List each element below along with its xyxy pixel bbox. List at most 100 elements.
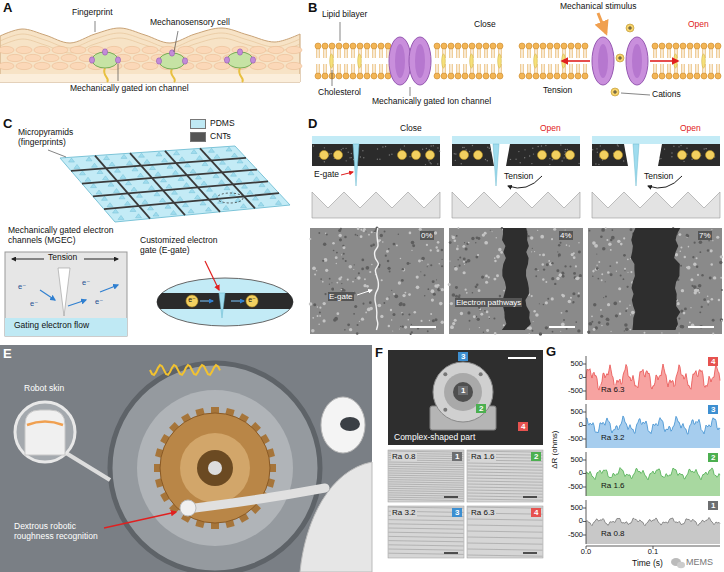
sem-texture <box>314 274 316 276</box>
sem-texture <box>601 228 605 232</box>
tick-label: -500 <box>555 483 583 492</box>
machining-stripe <box>389 541 464 542</box>
sem-texture <box>710 249 713 252</box>
sem-texture <box>336 263 337 264</box>
sem-texture <box>441 321 444 324</box>
sem-texture <box>593 328 596 331</box>
machining-stripe <box>389 536 464 537</box>
sem-texture <box>721 289 723 291</box>
cnt-layer <box>452 144 580 166</box>
node-text: 0% <box>420 231 434 240</box>
pointer-arrow <box>205 261 219 290</box>
sem-texture <box>535 268 538 271</box>
micropyramid <box>149 186 155 190</box>
scene-background <box>0 345 372 572</box>
sem-texture <box>402 294 405 297</box>
micropyramid <box>213 174 219 178</box>
lipid-head <box>469 73 475 79</box>
sem-texture <box>390 309 392 311</box>
sem-texture <box>333 250 335 252</box>
cnt-texture <box>519 162 520 163</box>
sem-texture <box>696 265 698 267</box>
sem-texture <box>344 329 346 331</box>
cnt-texture <box>592 149 593 150</box>
cation <box>616 54 624 62</box>
micropyramid <box>162 158 168 162</box>
sem-texture <box>680 265 682 267</box>
sem-texture <box>476 236 479 239</box>
tick-label: 0 <box>555 469 583 478</box>
sem-image: 0%E-gate <box>310 228 444 334</box>
electron-symbol: e⁻ <box>82 279 90 288</box>
micropyramid <box>107 203 113 207</box>
sem-texture <box>382 241 384 243</box>
sem-texture <box>542 253 545 256</box>
micropyramid <box>173 170 179 174</box>
leader-line <box>118 64 119 81</box>
sem-texture <box>680 251 682 253</box>
sem-texture <box>493 278 496 281</box>
sem-texture <box>557 251 558 252</box>
micropyramid <box>190 169 196 173</box>
machining-stripe <box>389 495 464 496</box>
electron-flow <box>231 301 244 302</box>
cnt-texture <box>567 149 568 150</box>
sem-texture <box>560 242 562 244</box>
sem-texture <box>313 303 316 306</box>
sem-texture <box>490 230 491 231</box>
micropyramid <box>142 200 148 204</box>
cnt-texture <box>487 147 488 148</box>
lipid-head <box>547 43 553 49</box>
lipid-head <box>694 43 700 49</box>
node-text: Ra 1.6 <box>470 452 496 461</box>
skin-cell <box>277 54 293 61</box>
sem-texture <box>436 249 439 252</box>
cnt-texture <box>382 146 383 147</box>
sem-texture <box>545 281 547 283</box>
sem-texture <box>535 313 538 316</box>
cnt-texture <box>425 164 426 165</box>
sem-texture <box>629 329 631 331</box>
sem-texture <box>412 244 415 247</box>
sem-texture <box>347 278 349 280</box>
callout-badge: 3 <box>708 405 718 414</box>
sem-texture <box>558 256 559 257</box>
sem-texture <box>369 301 372 304</box>
sem-texture <box>467 311 470 314</box>
sem-texture <box>570 297 572 299</box>
sem-texture <box>431 289 435 293</box>
cnt-texture <box>545 145 546 146</box>
lipid-head <box>455 43 461 49</box>
sem-texture <box>561 323 565 327</box>
sem-texture <box>624 270 625 271</box>
sem-texture <box>343 246 346 249</box>
lipid-head <box>701 73 707 79</box>
lipid-head <box>673 43 679 49</box>
sem-texture <box>720 255 723 258</box>
sem-texture <box>463 245 466 248</box>
machining-stripe <box>468 549 543 550</box>
tick-label: 0 <box>555 421 583 430</box>
sem-texture <box>618 287 621 290</box>
sem-texture <box>496 237 497 238</box>
micropyramid <box>138 173 144 177</box>
signal-area <box>586 416 720 448</box>
skin-cell <box>268 46 284 53</box>
machining-stripe <box>389 488 464 489</box>
state-label: Close <box>474 20 496 30</box>
cnt-texture <box>348 152 349 153</box>
sem-texture <box>466 242 469 245</box>
sem-texture <box>319 307 321 309</box>
micropyramid <box>126 181 132 185</box>
sem-texture <box>475 286 478 289</box>
sem-texture <box>357 235 359 237</box>
sem-texture <box>498 248 502 252</box>
sem-texture <box>573 252 575 254</box>
ion-channel-inner <box>598 44 608 78</box>
sem-texture <box>711 229 712 230</box>
pdms-layer <box>312 136 440 144</box>
sem-texture <box>434 231 438 235</box>
sem-texture <box>338 234 341 237</box>
skin-cell <box>0 62 14 69</box>
